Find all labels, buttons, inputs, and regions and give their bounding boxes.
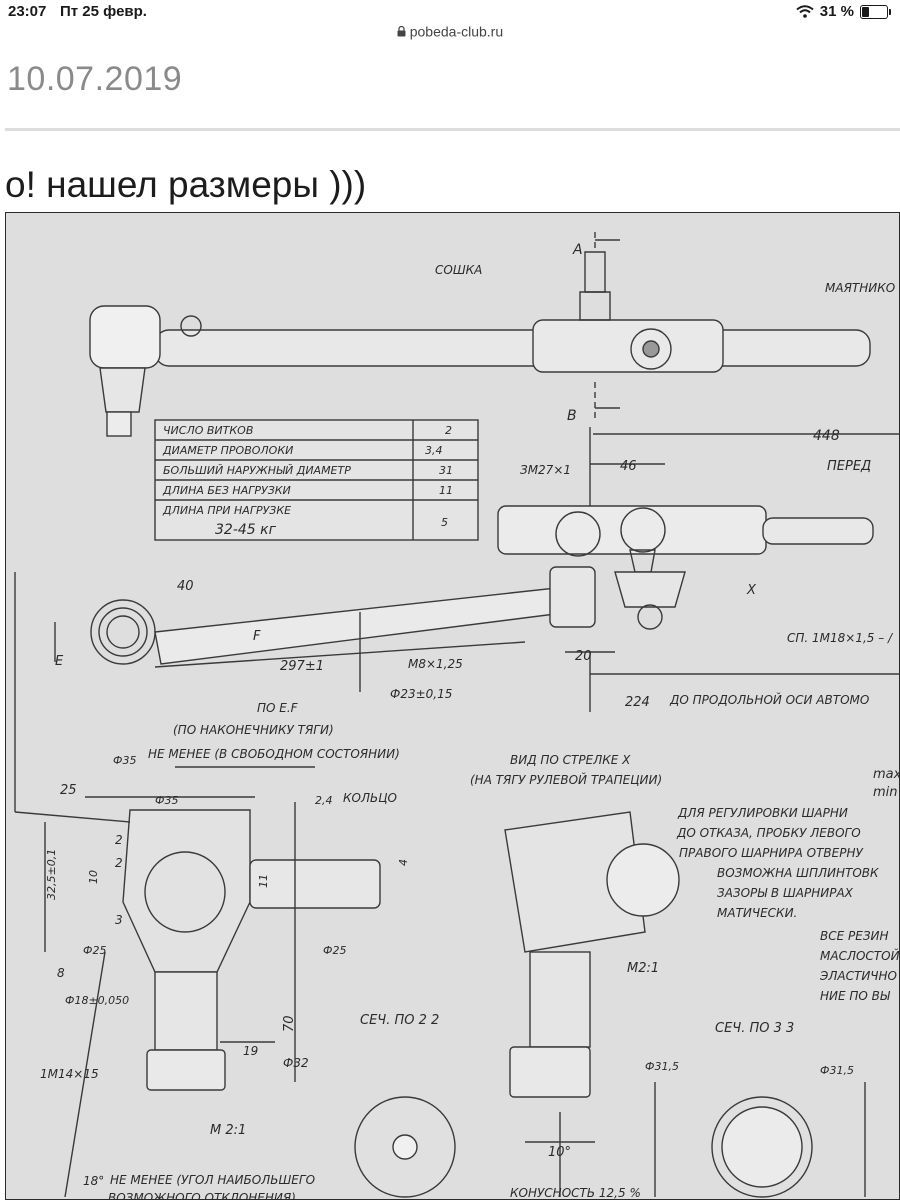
label-min: min	[873, 785, 898, 800]
label-8: 8	[57, 966, 65, 980]
label-m8: М8×1,25	[408, 657, 463, 671]
post-date: 10.07.2019	[7, 60, 183, 98]
label-phi32: Ф32	[283, 1056, 309, 1070]
address-bar[interactable]: pobeda-club.ru	[0, 22, 900, 42]
label-phi25a: Ф25	[83, 944, 106, 957]
label-mayat: МАЯТНИКО	[825, 281, 895, 295]
label-konus: КОНУСНОСТЬ 12,5 %	[510, 1186, 641, 1200]
label-reg5: ЗАЗОРЫ В ШАРНИРАХ	[717, 886, 854, 900]
label-f: F	[253, 629, 261, 644]
label-a: А	[572, 242, 583, 258]
label-46: 46	[620, 459, 637, 474]
label-70: 70	[282, 1015, 297, 1032]
label-reg2: ДО ОТКАЗА, ПРОБКУ ЛЕВОГО	[676, 826, 861, 840]
label-sech22: СЕЧ. ПО 2 2	[360, 1013, 439, 1028]
label-e: Е	[55, 654, 64, 669]
label-phi35a: Ф35	[113, 754, 136, 767]
label-24: 2,4	[315, 794, 333, 807]
label-25: 25	[60, 783, 77, 798]
spring-row-4-label: ДЛИНА БЕЗ НАГРУЗКИ	[162, 484, 291, 497]
label-20: 20	[575, 649, 592, 664]
label-11: 11	[257, 874, 270, 888]
label-vozm: ВОЗМОЖНОГО ОТКЛОНЕНИЯ)	[108, 1191, 296, 1200]
address-domain: pobeda-club.ru	[409, 23, 504, 40]
spring-row-4-value: 11	[439, 484, 453, 497]
label-40: 40	[177, 579, 194, 594]
technical-drawing: СОШКА МАЯТНИКО А В 448 ПЕРЕД ЗМ27×1 46 X…	[5, 212, 900, 1200]
label-pered: ПЕРЕД	[827, 459, 871, 474]
spring-row-2-value: 3,4	[425, 444, 443, 457]
label-x: X	[746, 583, 757, 598]
label-kolco: КОЛЬЦО	[343, 791, 397, 805]
post-text: о! нашел размеры )))	[5, 164, 367, 205]
spring-row-3-value: 31	[439, 464, 453, 477]
label-19: 19	[243, 1044, 258, 1058]
label-m27: ЗМ27×1	[520, 463, 571, 477]
label-ugol: НЕ МЕНЕЕ (УГОЛ НАИБОЛЬШЕГО	[110, 1173, 315, 1187]
label-natyagu: (НА ТЯГУ РУЛЕВОЙ ТРАПЕЦИИ)	[470, 772, 662, 787]
spring-row-5-value: 5	[441, 516, 448, 529]
label-4: 4	[397, 859, 410, 866]
spring-row-1-label: ЧИСЛО ВИТКОВ	[163, 424, 253, 437]
battery-icon	[860, 4, 891, 19]
spring-row-1-value: 2	[445, 424, 452, 437]
status-right: 31 %	[796, 3, 891, 20]
label-325: 32,5±0,1	[45, 849, 58, 900]
spring-row-5-label: ДЛИНА ПРИ НАГРУЗКЕ	[162, 504, 291, 517]
label-rez1: ВСЕ РЕЗИН	[820, 929, 889, 943]
spring-row-2-label: ДИАМЕТР ПРОВОЛОКИ	[162, 444, 293, 457]
label-m21a: М2:1	[627, 961, 659, 976]
label-m21b: М 2:1	[210, 1123, 246, 1138]
label-rez2: МАСЛОСТОЙ	[820, 948, 900, 963]
label-m1415: 1М14×15	[40, 1067, 99, 1081]
label-reg4: ВОЗМОЖНА ШПЛИНТОВК	[717, 866, 879, 880]
label-sech33: СЕЧ. ПО 3 3	[715, 1021, 794, 1036]
label-2a: 2	[115, 833, 123, 847]
label-reg3: ПРАВОГО ШАРНИРА ОТВЕРНУ	[679, 846, 863, 860]
label-rez4: НИЕ ПО ВЫ	[820, 989, 891, 1003]
status-bar: 23:07 Пт 25 февр. 31 %	[0, 0, 900, 22]
label-phi315b: Ф31,5	[820, 1064, 854, 1077]
battery-percent: 31 %	[819, 3, 854, 20]
label-vid: ВИД ПО СТРЕЛКЕ X	[510, 753, 631, 767]
label-poef: ПО E.F	[257, 701, 299, 715]
label-rez3: ЭЛАСТИЧНО	[819, 969, 897, 983]
lock-icon	[397, 25, 406, 37]
spring-row-3-label: БОЛЬШИЙ НАРУЖНЫЙ ДИАМЕТР	[163, 464, 351, 477]
label-ponak: (ПО НАКОНЕЧНИКУ ТЯГИ)	[173, 723, 334, 737]
label-448: 448	[813, 428, 840, 444]
label-b: В	[567, 408, 577, 424]
label-phi25b: Ф25	[323, 944, 346, 957]
label-297: 297±1	[280, 659, 324, 674]
wifi-icon	[796, 5, 814, 18]
label-sosh: СОШКА	[435, 263, 482, 277]
label-10deg: 10°	[548, 1145, 571, 1160]
label-phi23: Ф23±0,15	[390, 687, 452, 701]
label-18deg: 18°	[83, 1174, 104, 1188]
post-photo[interactable]: СОШКА МАЯТНИКО А В 448 ПЕРЕД ЗМ27×1 46 X…	[5, 212, 900, 1200]
label-nemenee: НЕ МЕНЕЕ (В СВОБОДНОМ СОСТОЯНИИ)	[148, 747, 400, 761]
label-224: 224	[625, 695, 650, 710]
label-phi35b: Ф35	[155, 794, 178, 807]
status-date: Пт 25 февр.	[60, 3, 147, 20]
label-3: 3	[115, 913, 123, 927]
label-max: max	[873, 767, 900, 782]
label-prodol: ДО ПРОДОЛЬНОЙ ОСИ АВТОМО	[669, 692, 869, 707]
label-phi315a: Ф31,5	[645, 1060, 679, 1073]
spring-row-5-sub: 32-45 кг	[215, 522, 277, 538]
label-2b: 2	[115, 856, 123, 870]
divider	[5, 128, 900, 131]
label-sp: СП. 1М18×1,5 – /	[787, 631, 894, 645]
label-reg6: МАТИЧЕСКИ.	[717, 906, 797, 920]
label-phi18: Ф18±0,050	[65, 994, 129, 1007]
status-time: 23:07	[8, 3, 47, 20]
label-10: 10	[87, 870, 100, 884]
label-reg1: ДЛЯ РЕГУЛИРОВКИ ШАРНИ	[677, 806, 848, 820]
